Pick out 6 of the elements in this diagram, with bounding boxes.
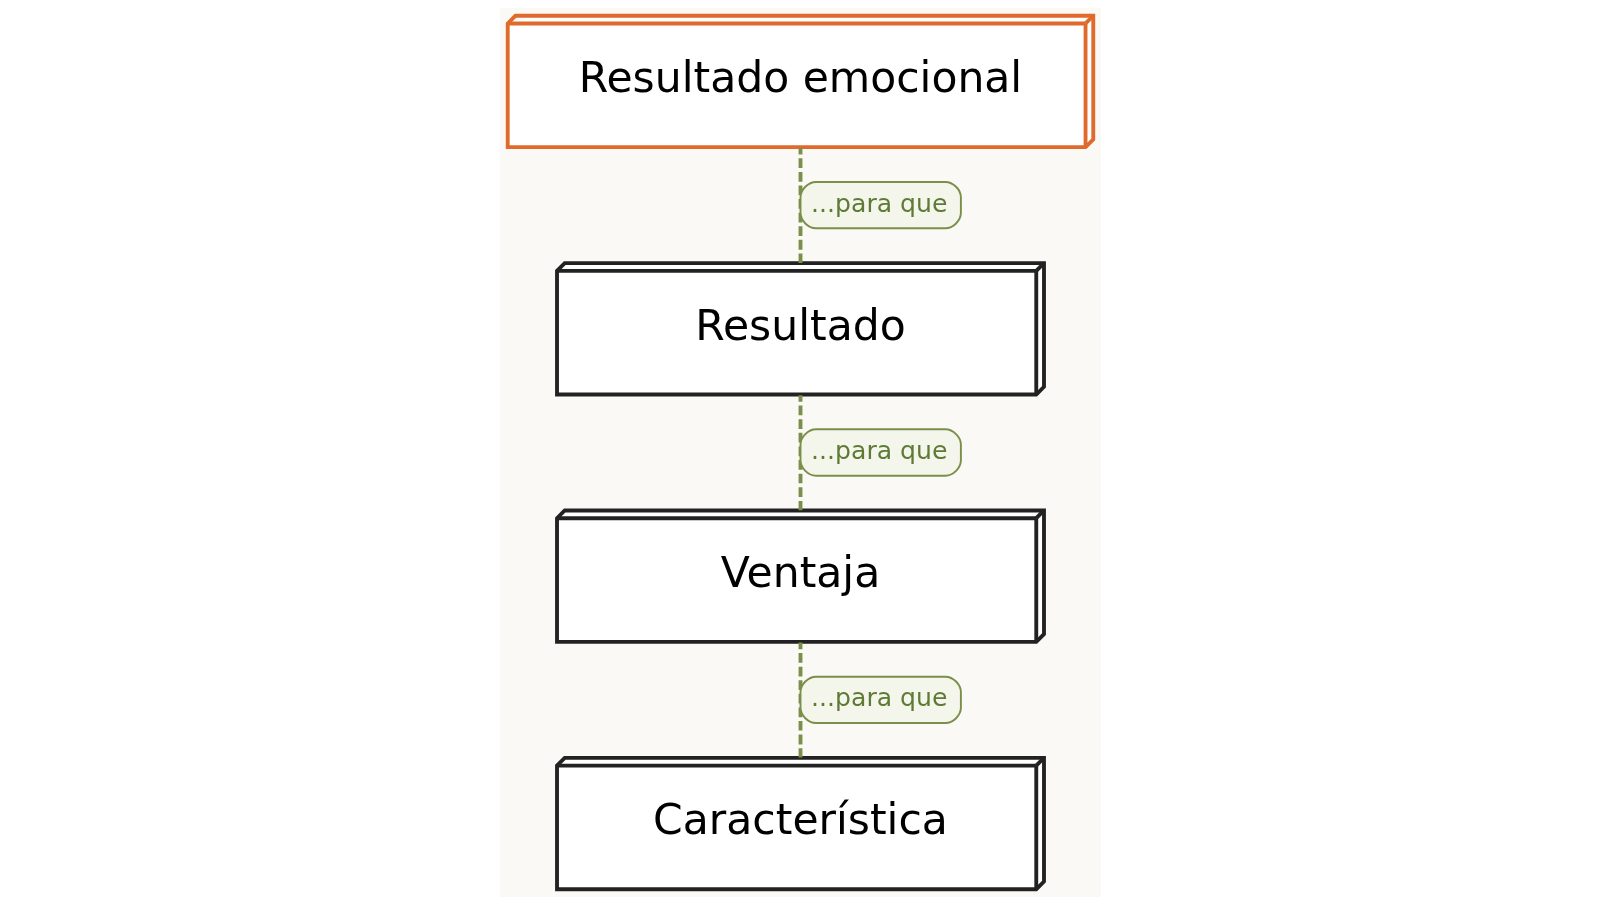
connector (798, 642, 802, 758)
edge-label: ...para que (810, 436, 947, 466)
connector (798, 147, 802, 263)
edge-label: ...para que (810, 683, 947, 713)
connector (798, 395, 802, 511)
edge-label: ...para que (810, 188, 947, 218)
